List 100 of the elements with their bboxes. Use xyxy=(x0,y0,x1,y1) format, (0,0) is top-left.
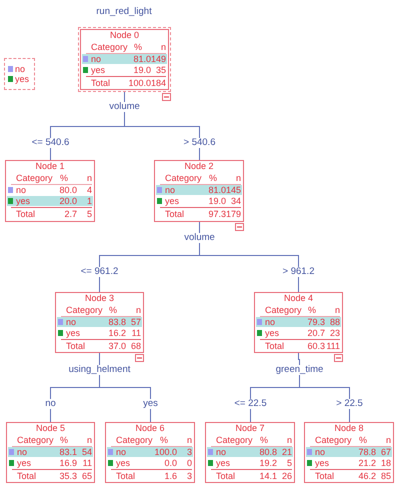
category-label: yes xyxy=(265,328,280,338)
count-value: 68 xyxy=(130,341,141,351)
count-value: 88 xyxy=(330,317,340,327)
column-header: n xyxy=(286,435,292,445)
total-label: Total xyxy=(315,471,334,481)
connector-line xyxy=(298,352,300,366)
node-title: Node 3 xyxy=(84,293,114,303)
count-value: 149 xyxy=(150,54,166,64)
edge-label: > 961.2 xyxy=(280,267,316,277)
tree-node-box xyxy=(154,160,244,222)
column-header: Category xyxy=(66,305,103,315)
column-header: Category xyxy=(315,435,352,445)
total-label: Total xyxy=(165,209,184,219)
category-label: no xyxy=(116,447,126,457)
node-title: Node 4 xyxy=(284,293,314,303)
percent-value: 100.0 xyxy=(128,78,151,88)
percent-value: 20.7 xyxy=(307,328,325,338)
column-header: % xyxy=(208,173,217,183)
percent-value: 83.1 xyxy=(59,447,77,457)
connector-line xyxy=(199,242,299,292)
count-value: 67 xyxy=(380,447,391,457)
percent-value: 0.0 xyxy=(164,458,177,468)
column-header: Category xyxy=(165,173,202,183)
count-value: 11 xyxy=(132,328,141,338)
edge-label: > 540.6 xyxy=(182,138,218,148)
count-value: 1 xyxy=(86,196,92,206)
count-value: 11 xyxy=(82,458,92,468)
column-header: Category xyxy=(91,42,128,52)
count-value: 34 xyxy=(230,196,241,206)
column-header: n xyxy=(86,173,92,183)
column-header: % xyxy=(160,435,168,445)
edge-label: yes xyxy=(141,399,160,409)
node-title: Node 7 xyxy=(235,423,265,433)
percent-value: 79.3 xyxy=(307,317,325,327)
count-value: 5 xyxy=(86,209,92,219)
percent-value: 20.0 xyxy=(59,196,77,206)
tree-node-box xyxy=(6,422,95,483)
node-title: Node 5 xyxy=(36,423,66,433)
total-label: Total xyxy=(17,471,36,481)
percent-value: 60.3 xyxy=(307,341,325,351)
tree-node-box xyxy=(205,422,295,483)
percent-value: 78.8 xyxy=(358,447,376,457)
percent-value: 19.0 xyxy=(208,196,226,206)
count-value: 111 xyxy=(326,341,340,351)
column-header: n xyxy=(186,435,192,445)
percent-value: 37.0 xyxy=(108,341,126,351)
count-value: 5 xyxy=(286,458,292,468)
connector-line xyxy=(199,222,200,234)
legend-label: yes xyxy=(15,74,30,84)
legend-label: no xyxy=(15,64,26,74)
column-header: % xyxy=(60,435,68,445)
edge-label: <= 961.2 xyxy=(78,267,120,277)
percent-value: 80.8 xyxy=(259,447,277,457)
category-label: yes xyxy=(116,458,130,468)
tree-node-box xyxy=(5,160,95,222)
count-value: 179 xyxy=(226,209,241,219)
category-label: yes xyxy=(66,328,80,338)
column-header: Category xyxy=(216,435,253,445)
percent-value: 21.2 xyxy=(358,458,376,468)
connector-line xyxy=(124,112,200,160)
percent-value: 1.6 xyxy=(164,471,177,481)
count-value: 3 xyxy=(186,447,192,457)
category-label: no xyxy=(91,54,102,64)
category-label: yes xyxy=(91,65,106,75)
percent-value: 100.0 xyxy=(154,447,177,457)
count-value: 85 xyxy=(380,471,391,481)
count-value: 35 xyxy=(156,65,166,75)
column-header: Category xyxy=(116,435,153,445)
percent-value: 2.7 xyxy=(64,209,77,219)
column-header: Category xyxy=(265,305,302,315)
count-value: 3 xyxy=(186,471,192,481)
total-label: Total xyxy=(216,471,236,481)
total-label: Total xyxy=(91,78,110,88)
column-header: % xyxy=(260,435,268,445)
column-header: % xyxy=(60,173,68,183)
category-label: no xyxy=(265,317,276,327)
column-header: Category xyxy=(16,173,53,183)
category-label: yes xyxy=(165,196,180,206)
total-label: Total xyxy=(265,341,284,351)
category-label: yes xyxy=(16,196,30,206)
count-value: 54 xyxy=(82,447,92,457)
split-variable-label: using_helment xyxy=(68,365,130,375)
node-title: Node 8 xyxy=(334,423,364,433)
count-value: 21 xyxy=(282,447,292,457)
count-value: 26 xyxy=(282,471,292,481)
percent-value: 81.0 xyxy=(208,185,226,195)
column-header: n xyxy=(86,435,92,445)
tree-node-box xyxy=(55,292,144,353)
percent-value: 16.9 xyxy=(59,458,77,468)
category-label: yes xyxy=(315,458,330,468)
column-header: n xyxy=(236,173,241,183)
column-header: n xyxy=(386,435,391,445)
connector-line xyxy=(124,92,125,102)
percent-value: 97.3 xyxy=(208,209,226,219)
category-label: yes xyxy=(216,458,230,468)
count-value: 18 xyxy=(380,458,391,468)
category-label: no xyxy=(66,317,76,327)
tree-node-box xyxy=(78,27,171,92)
percent-value: 80.0 xyxy=(59,185,77,195)
column-header: % xyxy=(308,305,316,315)
